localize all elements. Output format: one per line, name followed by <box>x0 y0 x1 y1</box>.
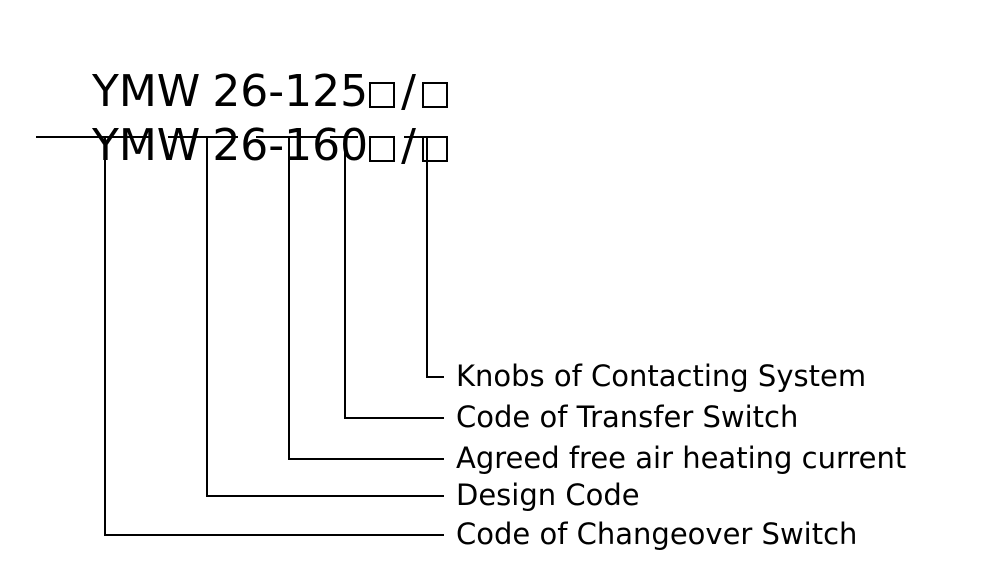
placeholder-box-icon <box>369 136 396 162</box>
label-code-of-transfer-switch: Code of Transfer Switch <box>456 400 799 434</box>
model-code-number: 26-160 <box>212 120 369 171</box>
label-agreed-free-air-heating-current: Agreed free air heating current <box>456 441 907 475</box>
model-code-prefix: YMW <box>91 120 201 171</box>
model-code-separator: / <box>401 66 416 117</box>
label-code-of-changeover-switch: Code of Changeover Switch <box>456 517 858 551</box>
placeholder-box-icon <box>422 136 448 162</box>
leader-line-design-code <box>206 136 208 495</box>
connector-line-heating-current <box>288 458 444 460</box>
placeholder-box-icon <box>369 82 396 108</box>
model-code-separator: / <box>401 120 416 171</box>
placeholder-box-icon <box>422 82 448 108</box>
label-knobs-of-contacting-system: Knobs of Contacting System <box>456 359 867 393</box>
model-code-prefix: YMW <box>91 66 201 117</box>
leader-line-transfer-switch <box>344 136 346 417</box>
model-code-number: 26-125 <box>212 66 369 117</box>
leader-line-heating-current <box>288 136 290 458</box>
connector-line-design-code <box>206 495 444 497</box>
leader-line-knobs <box>426 136 428 376</box>
underline-segment-design-code <box>168 136 238 138</box>
underline-segment-heating-current <box>256 136 318 138</box>
connector-line-changeover-switch <box>104 534 444 536</box>
connector-line-transfer-switch <box>344 417 444 419</box>
leader-line-changeover-switch <box>104 136 106 534</box>
underline-segment-knobs <box>404 136 432 138</box>
connector-line-knobs <box>426 376 444 378</box>
underline-segment-changeover-switch <box>36 136 150 138</box>
label-design-code: Design Code <box>456 478 640 512</box>
